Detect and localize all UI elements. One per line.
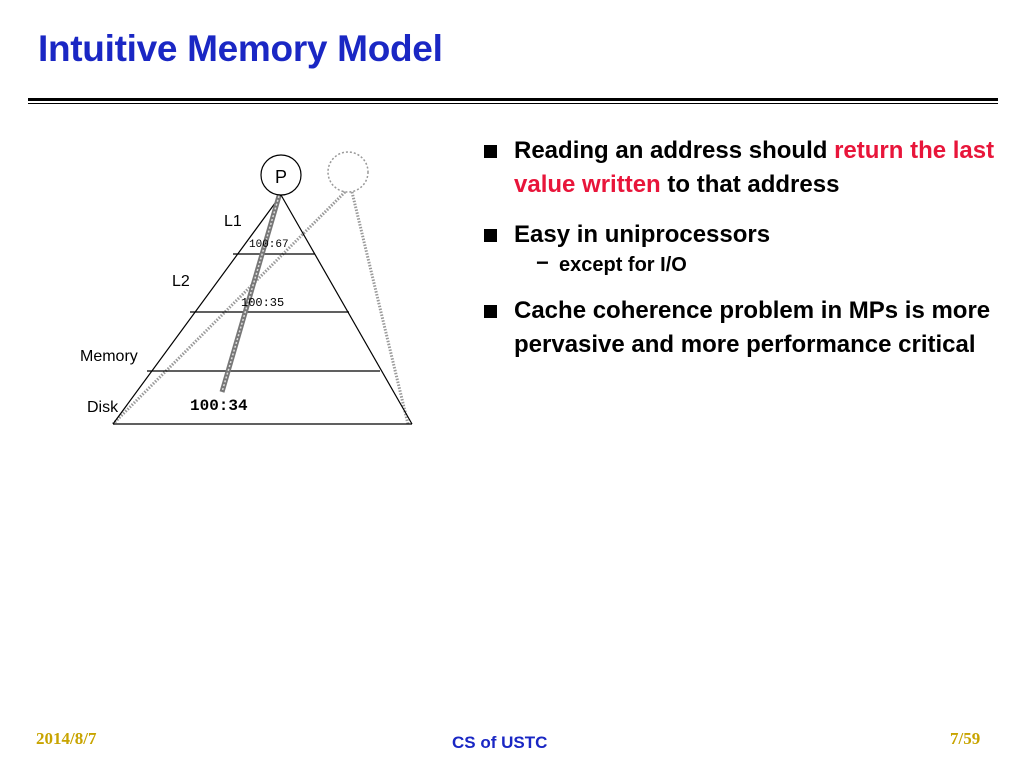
bullet-item-1: Reading an address should return the las… bbox=[482, 134, 1002, 202]
level-value-disk: 100:34 bbox=[190, 397, 248, 415]
square-bullet-icon bbox=[484, 229, 497, 242]
bullet-item-2: Easy in uniprocessors − except for I/O bbox=[482, 218, 1002, 278]
bullet-2-text: Easy in uniprocessors bbox=[514, 221, 771, 248]
sub-bullet-text: except for I/O bbox=[559, 254, 687, 276]
pyramid-right-edge bbox=[280, 194, 413, 425]
slide-title: Intuitive Memory Model bbox=[38, 28, 443, 69]
pyramid-left-edge bbox=[112, 194, 282, 425]
bullet-1-highlight: return the last value written bbox=[514, 137, 995, 198]
sub-bullet-item: − except for I/O bbox=[514, 250, 1002, 278]
processor-label: P bbox=[275, 167, 287, 187]
ghost-line-right bbox=[350, 191, 410, 425]
bullet-1-text-pre: Reading an address should bbox=[514, 137, 835, 164]
bullet-3-text: Cache coherence problem in MPs is more p… bbox=[514, 297, 991, 358]
level-label-memory: Memory bbox=[80, 348, 138, 365]
title-divider-thin bbox=[28, 103, 998, 104]
level-value-l2: 100:35 bbox=[241, 296, 284, 310]
level-label-disk: Disk bbox=[87, 399, 119, 416]
level-label-l1: L1 bbox=[224, 213, 242, 230]
level-value-l1: 100:67 bbox=[249, 239, 289, 251]
footer-date: 2014/8/7 bbox=[36, 729, 97, 748]
level-label-l2: L2 bbox=[172, 273, 190, 290]
footer-course: CS of USTC bbox=[452, 733, 548, 752]
dash-bullet-icon: − bbox=[536, 250, 549, 275]
access-path-line bbox=[219, 195, 282, 393]
bullet-item-3: Cache coherence problem in MPs is more p… bbox=[482, 294, 1002, 362]
square-bullet-icon bbox=[484, 305, 497, 318]
footer-page-number: 7/59 bbox=[950, 729, 981, 748]
bullet-list: Reading an address should return the las… bbox=[482, 134, 1002, 378]
ghost-processor-circle bbox=[327, 151, 369, 193]
square-bullet-icon bbox=[484, 145, 497, 158]
title-divider-thick bbox=[28, 98, 998, 101]
bullet-1-text-post: to that address bbox=[660, 171, 840, 198]
ghost-line-left bbox=[111, 190, 347, 426]
